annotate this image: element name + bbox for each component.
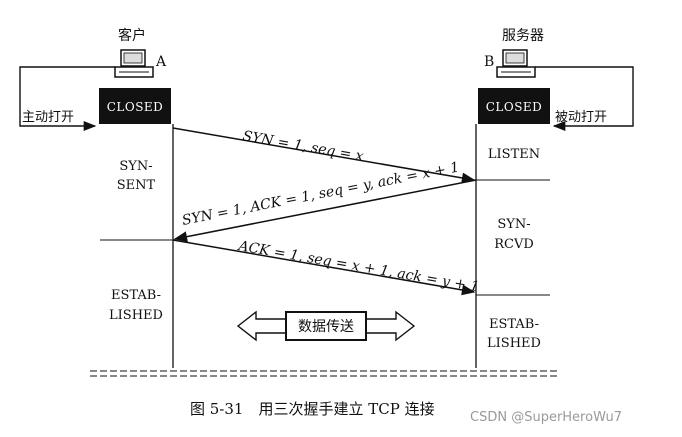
server-host-label: B xyxy=(484,54,494,70)
server-state-listen: LISTEN xyxy=(488,147,540,162)
client-title: 客户 xyxy=(118,27,146,44)
server-title: 服务器 xyxy=(502,28,544,44)
client-closed-label: CLOSED xyxy=(107,100,164,114)
client-host-label: A xyxy=(155,54,167,70)
client-state-syn-sent-2: SENT xyxy=(117,178,156,193)
data-transfer-label: 数据传送 xyxy=(298,319,354,335)
server-state-established-2: LISHED xyxy=(487,336,541,351)
server-open-loop xyxy=(535,66,634,132)
server-closed-label: CLOSED xyxy=(486,100,543,114)
client-state-syn-sent-1: SYN- xyxy=(119,159,152,174)
server-state-syn-rcvd-1: SYN- xyxy=(497,217,530,232)
message-1-arrow xyxy=(172,127,476,184)
message-2-label: SYN = 1, ACK = 1, seq = y, ack = x + 1 xyxy=(181,159,461,229)
client-state-established-2: LISHED xyxy=(109,308,163,323)
watermark: CSDN @SuperHeroWu7 xyxy=(470,410,622,425)
server-state-syn-rcvd-2: RCVD xyxy=(494,237,534,252)
message-1-label: SYN = 1, seq = x xyxy=(241,128,365,165)
client-computer-icon xyxy=(114,49,154,78)
data-transfer-double-arrow xyxy=(236,310,416,342)
server-computer-icon xyxy=(496,49,536,78)
message-3-label: ACK = 1, seq = x + 1, ack = y + 1 xyxy=(235,238,480,296)
message-2-arrow xyxy=(173,179,477,242)
server-open-label: 被动打开 xyxy=(555,110,607,125)
client-state-established-1: ESTAB- xyxy=(111,288,161,303)
client-closed-box xyxy=(99,88,171,124)
server-closed-box xyxy=(478,88,550,124)
client-open-loop xyxy=(19,66,115,132)
client-open-label: 主动打开 xyxy=(22,110,74,125)
server-state-established-1: ESTAB- xyxy=(489,317,539,332)
message-3-arrow xyxy=(172,239,476,296)
figure-caption: 图 5-31 用三次握手建立 TCP 连接 xyxy=(190,400,435,418)
data-transfer-box xyxy=(285,311,367,341)
